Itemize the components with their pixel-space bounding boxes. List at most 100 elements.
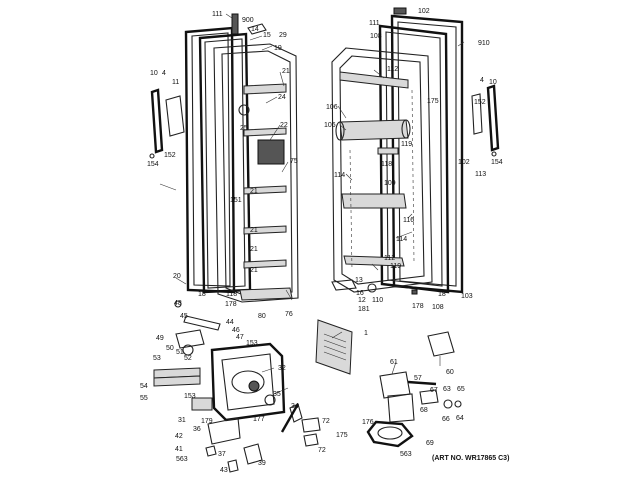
- part-label: 50: [166, 345, 174, 352]
- part-label: 31: [178, 417, 186, 424]
- part-label: 176: [362, 419, 374, 426]
- part-label: 114: [334, 172, 345, 179]
- part-label: 16: [356, 290, 364, 297]
- leader-lines: [159, 13, 465, 395]
- part-label: 113: [475, 171, 486, 178]
- part-label: 10: [489, 79, 497, 86]
- freezer-door-shelves: [238, 83, 293, 301]
- part-label: 75: [290, 158, 298, 165]
- part-label: 41: [175, 446, 183, 453]
- part-label: 32: [278, 365, 286, 372]
- owners-manual: [315, 319, 353, 375]
- part-label: 106: [326, 104, 338, 111]
- part-label: 53: [153, 355, 161, 362]
- part-label: 152: [164, 152, 176, 159]
- part-label: 103: [461, 293, 473, 300]
- part-label: 112: [387, 66, 398, 73]
- part-label: 51: [176, 349, 184, 356]
- part-label: 39: [258, 460, 266, 467]
- part-label: 110: [372, 297, 383, 304]
- part-label: 63: [443, 386, 451, 393]
- part-label: 21: [250, 246, 258, 253]
- part-label: 20: [173, 273, 181, 280]
- part-label: 46: [232, 327, 240, 334]
- part-label: 181: [358, 306, 370, 313]
- fresh-food-handle: [471, 84, 500, 157]
- part-label: 154: [147, 161, 159, 168]
- part-label: 24: [278, 94, 286, 101]
- part-label: 563: [400, 451, 412, 458]
- part-label: 119: [401, 141, 412, 148]
- part-label: 44: [226, 319, 234, 326]
- part-label: 178: [412, 303, 424, 310]
- part-label: 178: [225, 301, 237, 308]
- part-label: 48: [174, 300, 182, 307]
- part-label: 118: [381, 161, 392, 168]
- part-label: 15: [263, 32, 271, 39]
- part-label: 21: [250, 267, 258, 274]
- dispenser-housing: [210, 342, 286, 422]
- part-label: 34: [291, 403, 299, 410]
- part-label: 154: [491, 159, 503, 166]
- part-label: 112: [384, 255, 395, 262]
- ice-water-parts: [366, 331, 462, 448]
- part-label: 11: [172, 79, 179, 86]
- part-label: 49: [156, 335, 164, 342]
- part-label: 109: [384, 180, 396, 187]
- part-label: 102: [418, 8, 430, 15]
- part-label: 153: [184, 393, 196, 400]
- part-label: 22: [280, 122, 288, 129]
- part-label: 175: [427, 98, 439, 105]
- part-label: 119: [390, 263, 401, 270]
- fresh-food-door-shelves: [335, 71, 415, 271]
- fresh-food-door-liner: [331, 47, 433, 293]
- part-label: 29: [279, 32, 287, 39]
- part-label: 21: [250, 188, 258, 195]
- part-label: 35: [273, 391, 281, 398]
- dispenser-small-parts: [153, 300, 321, 473]
- fresh-food-door-bottom-parts: [331, 279, 418, 295]
- fresh-food-door-hinge-top: [393, 7, 407, 15]
- part-label: 36: [193, 426, 201, 433]
- part-label: 116: [403, 217, 414, 224]
- part-label: 910: [478, 40, 490, 47]
- part-label: 45: [180, 313, 188, 320]
- part-label: 52: [184, 355, 192, 362]
- part-label: 108: [370, 33, 382, 40]
- art-number-caption: (ART NO. WR17865 C3): [432, 455, 509, 462]
- part-label: 42: [175, 433, 183, 440]
- part-label: 153: [246, 340, 258, 347]
- part-label: 21: [250, 227, 258, 234]
- part-label: 57: [414, 375, 422, 382]
- fresh-food-door-outer-panel: [390, 14, 464, 294]
- part-label: 13: [355, 277, 363, 284]
- part-label: 102: [458, 159, 470, 166]
- part-label: 151: [230, 197, 242, 204]
- part-label: 179: [201, 418, 213, 425]
- part-label: 76: [285, 311, 293, 318]
- part-label: 66: [442, 416, 450, 423]
- part-label: 4: [162, 70, 166, 77]
- part-label: 37: [218, 451, 226, 458]
- part-label: 118: [226, 291, 237, 298]
- freezer-handle: [149, 88, 185, 159]
- part-label: 114: [396, 236, 407, 243]
- part-labels: 111 900 14 15 29 19 21 24 25 22 75 21 15…: [140, 8, 509, 474]
- part-label: 65: [457, 386, 465, 393]
- part-label: 72: [318, 447, 326, 454]
- part-label: 54: [140, 383, 148, 390]
- part-label: 60: [446, 369, 454, 376]
- part-label: 563: [176, 456, 188, 463]
- part-label: 67: [430, 387, 438, 394]
- part-label: 1: [364, 330, 368, 337]
- part-label: 111: [369, 20, 380, 27]
- part-label: 68: [420, 407, 428, 414]
- part-label: 55: [140, 395, 148, 402]
- part-label: 61: [390, 359, 398, 366]
- part-label: 152: [474, 99, 486, 106]
- part-label: 69: [426, 440, 434, 447]
- part-label: 43: [220, 467, 228, 474]
- freezer-door-hinge-top: [231, 13, 267, 35]
- part-label: 25: [240, 125, 248, 132]
- part-label: 18: [438, 291, 446, 298]
